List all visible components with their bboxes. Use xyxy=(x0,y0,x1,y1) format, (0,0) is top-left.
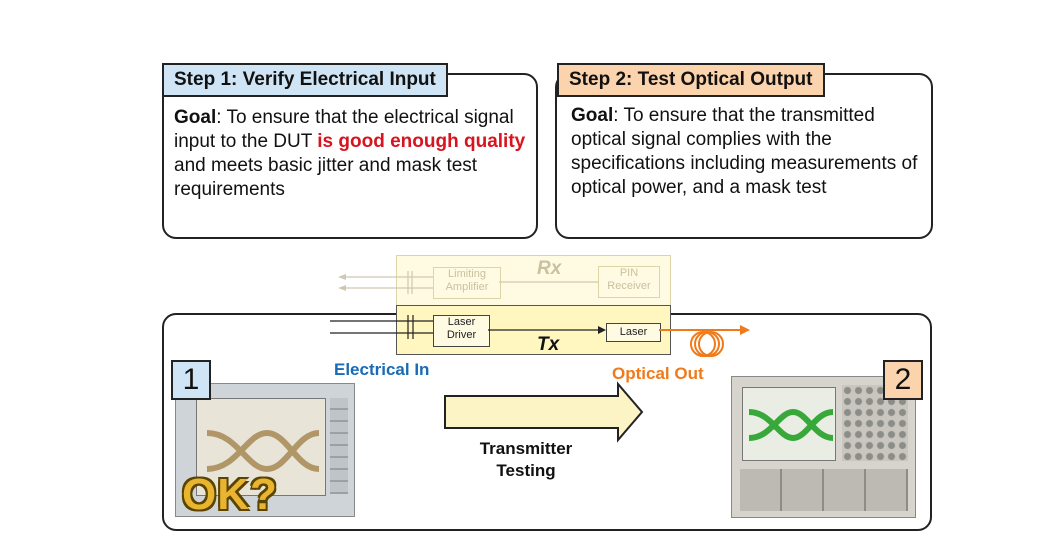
step1-number-badge: 1 xyxy=(171,360,211,400)
pin-receiver-block: PIN Receiver xyxy=(598,266,660,298)
laser-block: Laser xyxy=(606,323,661,342)
limiting-amplifier-block: Limiting Amplifier xyxy=(433,267,501,299)
step1-goal-emphasis: is good enough quality xyxy=(317,131,526,152)
analyzer-screen xyxy=(742,387,836,461)
step2-title: Step 2: Test Optical Output xyxy=(557,63,825,97)
transmitter-testing-label: Transmitter Testing xyxy=(479,439,573,480)
eye-diagram-icon xyxy=(206,429,320,473)
step2-panel xyxy=(555,73,933,239)
laser-driver-block: Laser Driver xyxy=(433,315,490,347)
step1-title: Step 1: Verify Electrical Input xyxy=(162,63,448,97)
step1-goal-post: and meets basic jitter and mask test req… xyxy=(174,155,478,200)
ok-overlay-text: OK? xyxy=(182,470,278,519)
optical-analyzer-image xyxy=(731,376,916,518)
electrical-scope-image: OK? xyxy=(175,383,355,519)
step1-goal-label: Goal xyxy=(174,107,217,128)
scope-side-buttons xyxy=(330,398,348,494)
optical-eye-icon xyxy=(748,408,834,442)
scope-screen xyxy=(196,398,326,496)
rx-label: Rx xyxy=(537,258,562,279)
optical-out-label: Optical Out xyxy=(612,364,704,383)
step1-goal-pre: : To ensure that the electrical signal i… xyxy=(174,107,514,152)
step1-goal: Goal: To ensure that the electrical sign… xyxy=(174,106,534,202)
step2-number-badge: 2 xyxy=(883,360,923,400)
step2-goal-label: Goal xyxy=(571,105,614,126)
step2-goal-text: : To ensure that the transmitted optical… xyxy=(571,105,918,198)
tx-label: Tx xyxy=(537,334,560,355)
step2-goal: Goal: To ensure that the transmitted opt… xyxy=(571,104,931,200)
electrical-in-label: Electrical In xyxy=(334,360,430,379)
step1-panel xyxy=(162,73,538,239)
analyzer-modules xyxy=(740,469,908,511)
